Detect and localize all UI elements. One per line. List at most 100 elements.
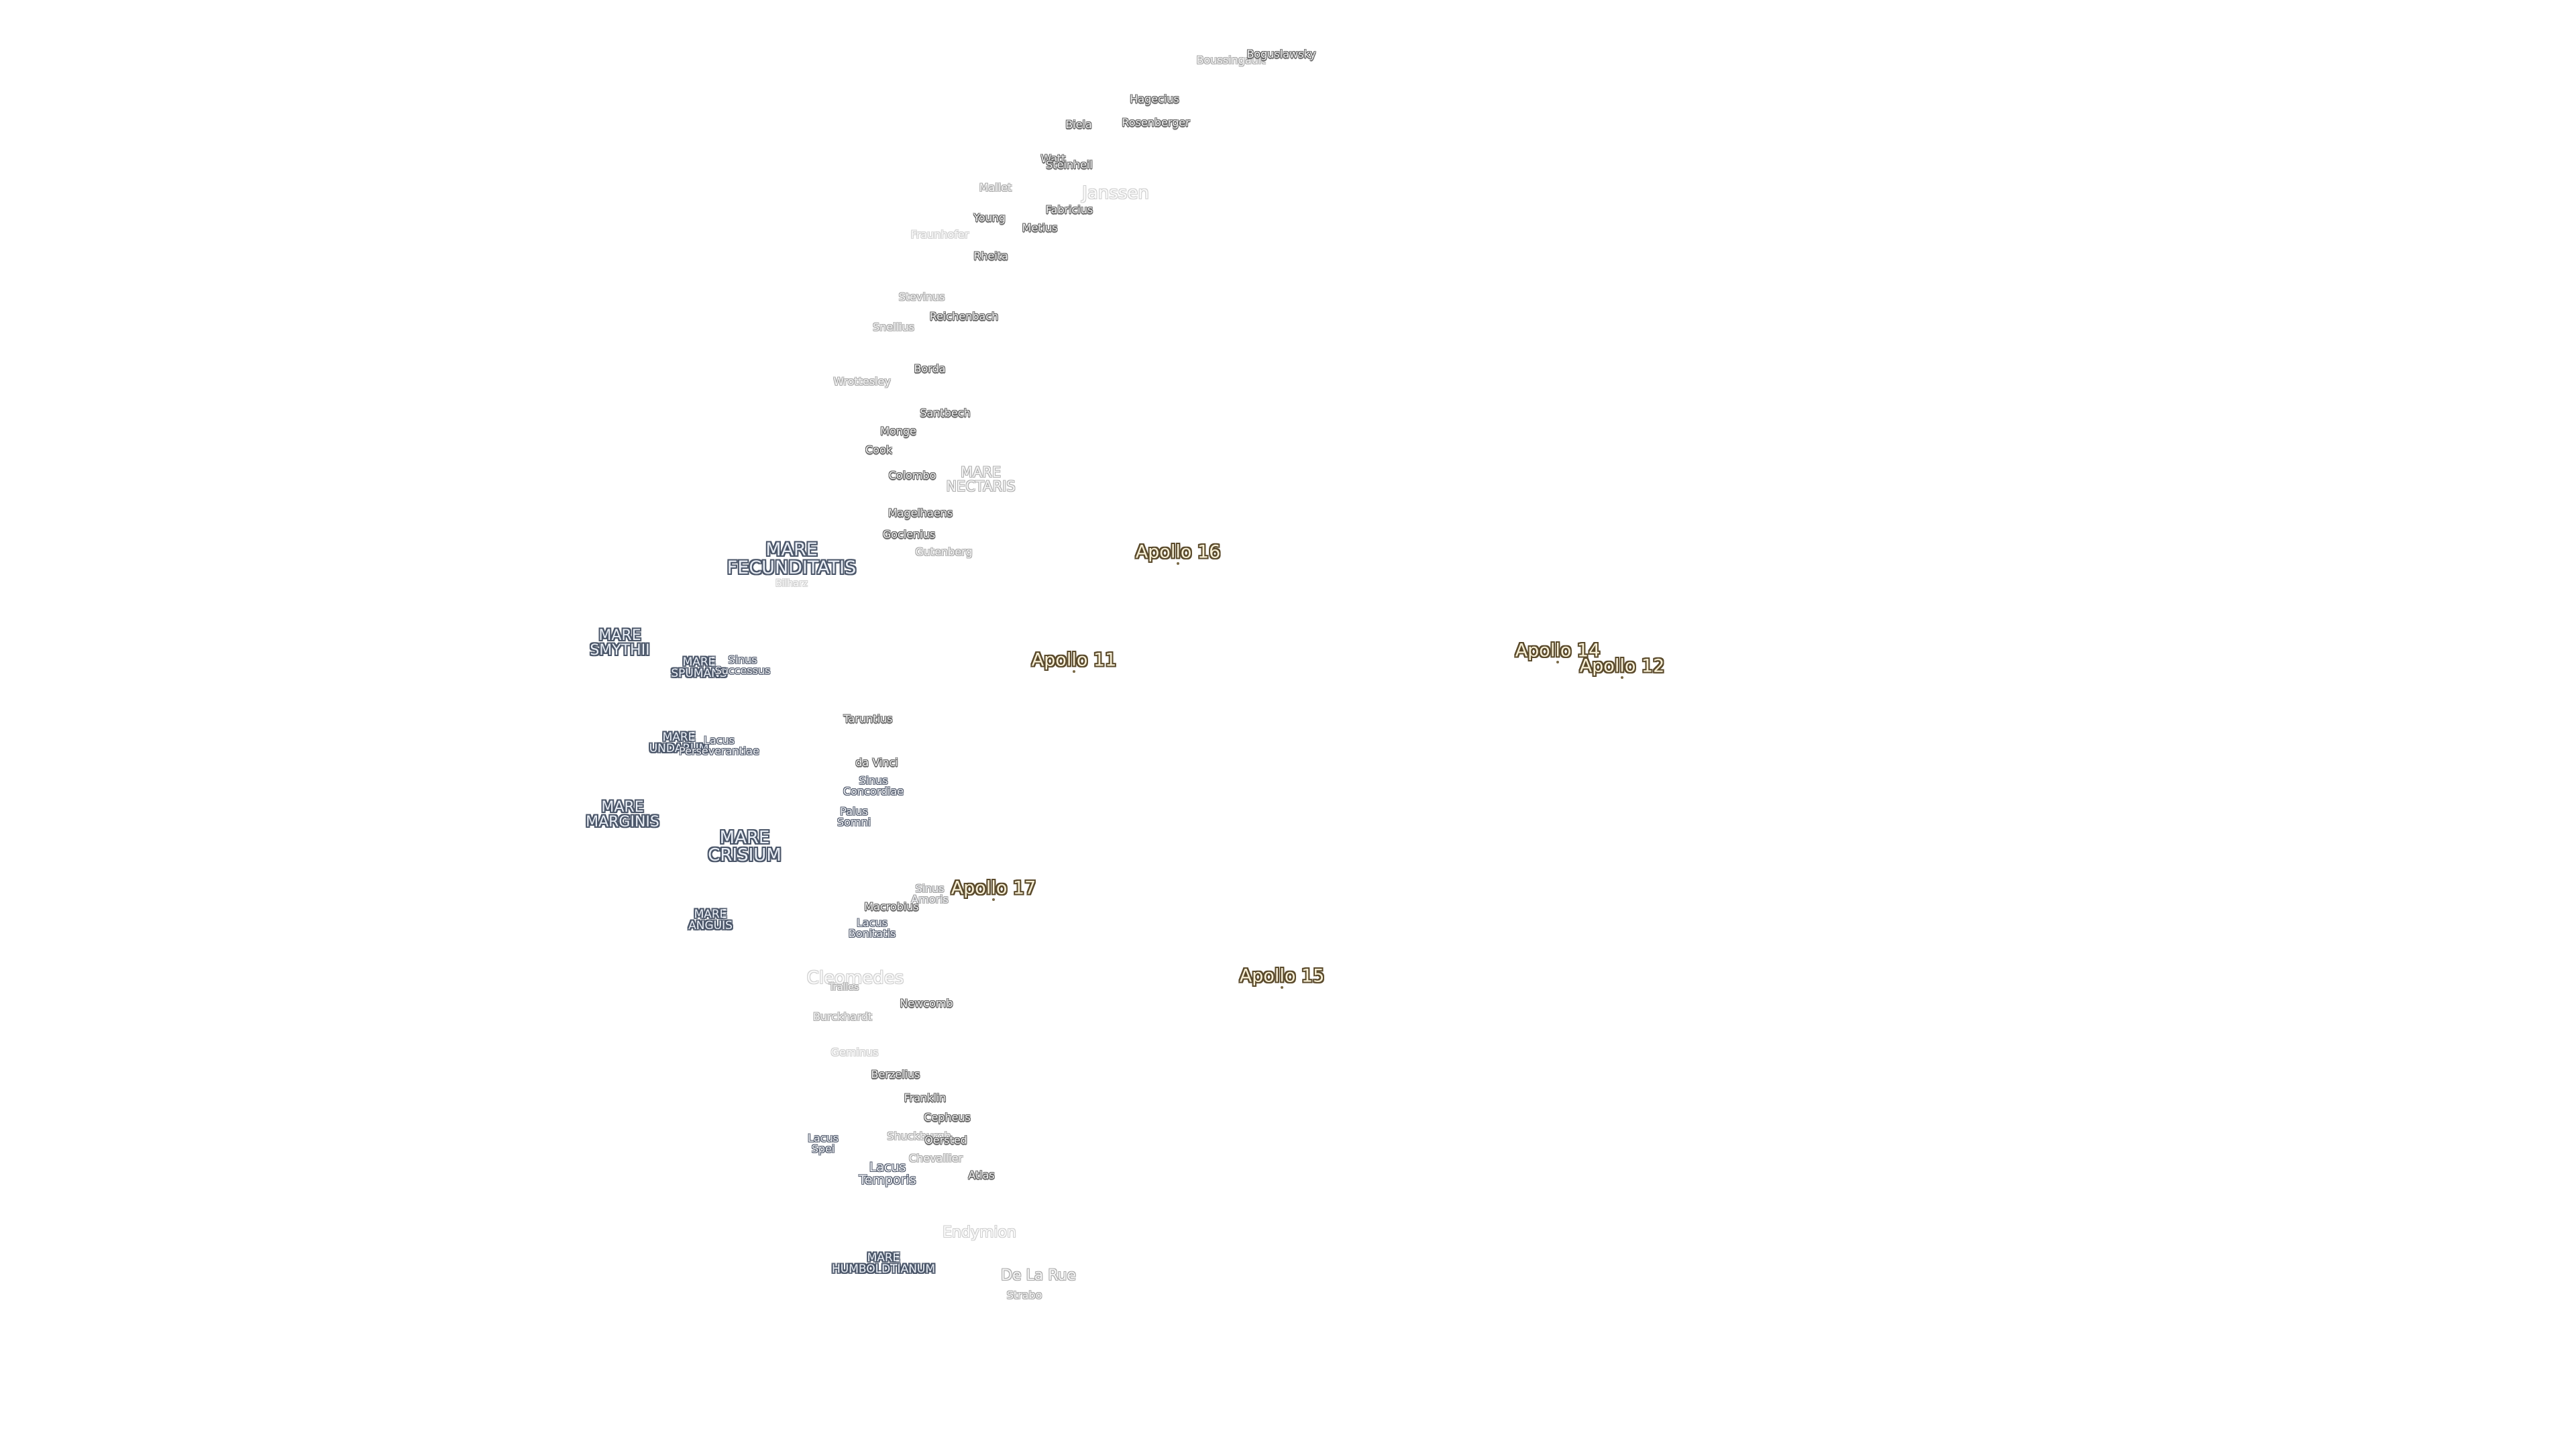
feature-label-sinus-amoris[interactable]: Sinus Amoris <box>911 883 949 905</box>
feature-label-lacus-bonitatis[interactable]: Lacus Bonitatis <box>849 918 896 939</box>
crater-label-metius[interactable]: Metius <box>1022 221 1058 234</box>
crater-label-burckhardt[interactable]: Burckhardt <box>812 1010 873 1023</box>
mare-nectaris-line-1: MARE <box>960 464 1002 480</box>
crater-label-bilharz[interactable]: Bilharz <box>775 578 808 589</box>
mare-label-undarum[interactable]: MARE UNDARUM <box>649 732 709 755</box>
crater-label-gutenberg[interactable]: Gutenberg <box>915 545 973 558</box>
crater-label-cepheus[interactable]: Cepheus <box>924 1111 971 1124</box>
crater-label-biela[interactable]: Biela <box>1065 118 1092 131</box>
crater-label-tralles[interactable]: Tralles <box>828 982 859 993</box>
sinus-amoris-line-2: Amoris <box>911 893 949 906</box>
mare-label-marginis[interactable]: MARE MARGINIS <box>586 800 659 830</box>
feature-label-sinus-concordiae[interactable]: Sinus Concordiae <box>843 775 904 797</box>
apollo-11-label[interactable]: Apollo 11 <box>1031 649 1117 671</box>
apollo-12-marker[interactable] <box>1621 676 1623 679</box>
sinus-concordiae-line-1: Sinus <box>859 774 888 787</box>
crater-label-cook[interactable]: Cook <box>865 443 893 456</box>
mare-undarum-line-1: MARE <box>662 731 696 744</box>
crater-label-santbech[interactable]: Santbech <box>920 407 971 419</box>
feature-label-lacus-temporis[interactable]: Lacus Temporis <box>859 1161 916 1187</box>
crater-label-cleomedes[interactable]: Cleomedes <box>806 968 904 988</box>
crater-label-reichenbach[interactable]: Reichenbach <box>929 310 999 323</box>
crater-label-strabo[interactable]: Strabo <box>1006 1289 1042 1301</box>
crater-label-endymion[interactable]: Endymion <box>943 1224 1016 1241</box>
sinus-successus-line-2: Successus <box>714 664 771 677</box>
lacus-spei-line-1: Lacus <box>808 1132 839 1144</box>
crater-label-hagecius[interactable]: Hagecius <box>1130 93 1179 105</box>
palus-somni-line-1: Palus <box>840 805 868 818</box>
apollo-16-marker[interactable] <box>1177 562 1179 565</box>
crater-label-chevallier[interactable]: Chevallier <box>908 1152 963 1165</box>
mare-label-nectaris[interactable]: MARE NECTARIS <box>946 466 1015 494</box>
feature-label-lacus-perseverantiae[interactable]: Lacus Perseverantiae <box>679 735 759 757</box>
crater-label-da-vinci[interactable]: da Vinci <box>855 756 898 769</box>
sinus-amoris-line-1: Sinus <box>915 882 945 895</box>
crater-label-berzelius[interactable]: Berzelius <box>871 1068 920 1081</box>
apollo-11-marker[interactable] <box>1073 670 1075 673</box>
crater-label-fraunhofer[interactable]: Fraunhofer <box>910 228 969 241</box>
feature-label-sinus-successus[interactable]: Sinus Successus <box>715 655 771 676</box>
crater-label-young[interactable]: Young <box>973 211 1006 224</box>
apollo-17-label[interactable]: Apollo 17 <box>951 877 1036 899</box>
crater-label-colombo[interactable]: Colombo <box>888 469 936 482</box>
crater-label-boguslawsky[interactable]: Boguslawsky <box>1246 48 1316 60</box>
feature-label-palus-somni[interactable]: Palus Somni <box>837 806 871 828</box>
crater-label-goclenius[interactable]: Goclenius <box>882 528 936 541</box>
crater-label-macrobius[interactable]: Macrobius <box>864 900 919 913</box>
apollo-15-label[interactable]: Apollo 15 <box>1239 965 1325 987</box>
apollo-15-marker[interactable] <box>1281 986 1283 989</box>
mare-undarum-line-2: UNDARUM <box>649 742 709 755</box>
crater-label-snellius[interactable]: Snellius <box>873 321 914 333</box>
mare-humboldtianum-line-1: MARE <box>867 1251 900 1265</box>
crater-label-boussingault[interactable]: Boussingault <box>1196 54 1266 66</box>
mare-anguis-line-2: ANGUIS <box>688 919 733 932</box>
mare-spumans-line-1: MARE <box>682 655 716 669</box>
apollo-14-label[interactable]: Apollo 14 <box>1515 640 1601 661</box>
lacus-bonitatis-line-1: Lacus <box>856 916 888 929</box>
mare-label-fecunditatis[interactable]: MARE FECUNDITATIS <box>727 541 857 577</box>
crater-label-borda[interactable]: Borda <box>914 362 946 375</box>
crater-label-geminus[interactable]: Geminus <box>830 1046 879 1059</box>
lacus-temporis-line-1: Lacus <box>869 1160 906 1175</box>
apollo-12-label[interactable]: Apollo 12 <box>1579 655 1665 677</box>
crater-label-watt[interactable]: Watt <box>1040 152 1066 165</box>
crater-label-wrottesley[interactable]: Wrottesley <box>833 375 891 388</box>
mare-label-anguis[interactable]: MARE ANGUIS <box>688 909 733 932</box>
crater-label-taruntius[interactable]: Taruntius <box>843 712 893 725</box>
crater-label-shuckburgh[interactable]: Shuckburgh <box>887 1130 951 1142</box>
sinus-concordiae-line-2: Concordiae <box>843 785 904 798</box>
mare-fecunditatis-line-2: FECUNDITATIS <box>727 557 857 578</box>
crater-label-janssen[interactable]: Janssen <box>1082 183 1149 203</box>
crater-label-steinheil[interactable]: Steinheil <box>1046 158 1093 171</box>
mare-smythii-line-2: SMYTHII <box>590 642 650 659</box>
crater-label-newcomb[interactable]: Newcomb <box>900 997 953 1010</box>
apollo-17-marker[interactable] <box>992 898 995 901</box>
mare-spumans-line-2: SPUMANS <box>671 667 727 680</box>
crater-label-oersted[interactable]: Oersted <box>924 1134 967 1146</box>
crater-label-rosenberger[interactable]: Rosenberger <box>1122 116 1190 129</box>
crater-label-monge[interactable]: Monge <box>880 425 916 437</box>
lacus-perseverantiae-line-2: Perseverantiae <box>679 745 759 757</box>
mare-crisium-line-2: CRISIUM <box>708 845 782 865</box>
mare-smythii-line-1: MARE <box>598 627 641 644</box>
crater-label-stevinus[interactable]: Stevinus <box>898 290 945 303</box>
apollo-16-label[interactable]: Apollo 16 <box>1135 541 1221 563</box>
apollo-14-marker[interactable] <box>1556 661 1559 663</box>
crater-label-mallet[interactable]: Mallet <box>979 181 1012 194</box>
feature-label-lacus-spei[interactable]: Lacus Spei <box>808 1133 839 1155</box>
crater-label-franklin[interactable]: Franklin <box>904 1091 947 1104</box>
lacus-temporis-line-2: Temporis <box>859 1173 916 1187</box>
mare-label-smythii[interactable]: MARE SMYTHII <box>590 629 649 658</box>
crater-label-atlas[interactable]: Atlas <box>968 1169 995 1181</box>
crater-label-rheita[interactable]: Rheita <box>973 250 1008 262</box>
lacus-spei-line-2: Spei <box>811 1142 835 1155</box>
sinus-successus-line-1: Sinus <box>728 653 757 666</box>
mare-marginis-line-2: MARGINIS <box>586 814 659 830</box>
mare-label-crisium[interactable]: MARE CRISIUM <box>708 829 782 864</box>
mare-label-spumans[interactable]: MARE SPUMANS <box>671 657 727 680</box>
mare-label-humboldtianum[interactable]: MARE HUMBOLDTIANUM <box>832 1252 935 1275</box>
crater-label-magelhaens[interactable]: Magelhaens <box>888 506 953 519</box>
crater-label-fabricius[interactable]: Fabricius <box>1045 203 1093 216</box>
crater-label-de-la-rue[interactable]: De La Rue <box>1001 1267 1076 1284</box>
